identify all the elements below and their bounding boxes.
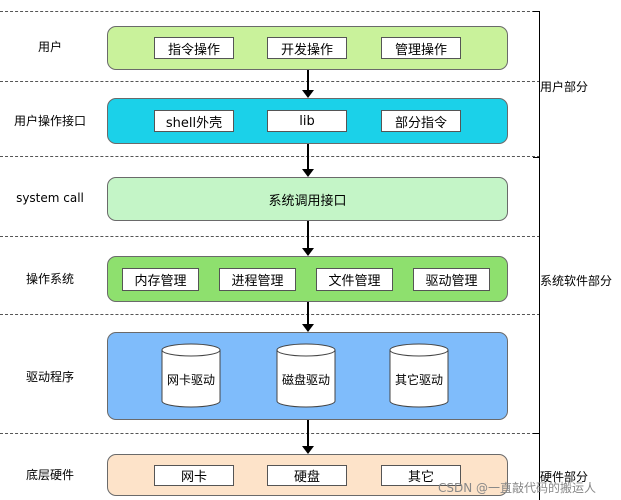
layer-system-call: 系统调用接口 — [107, 177, 508, 221]
separator-1 — [0, 81, 540, 82]
group-label-system: 系统软件部分 — [540, 274, 613, 288]
item-file-mgmt: 文件管理 — [316, 268, 393, 291]
arrow-3-line — [307, 221, 309, 248]
arrow-2-head — [302, 169, 314, 177]
item-command-ops: 指令操作 — [154, 37, 234, 59]
item-lib: lib — [267, 110, 347, 132]
row-label-hardware: 底层硬件 — [25, 468, 74, 482]
bracket-hardware — [533, 433, 540, 500]
arrow-5-line — [307, 420, 309, 446]
group-label-hardware: 硬件部分 — [540, 470, 589, 484]
row-label-os: 操作系统 — [25, 272, 74, 286]
cylinder-label: 磁盘驱动 — [281, 373, 330, 387]
separator-3 — [0, 236, 540, 237]
layer-os: 内存管理 进程管理 文件管理 驱动管理 — [107, 256, 508, 302]
cylinder-other-driver: 其它驱动 — [389, 343, 449, 409]
arrow-4-head — [302, 324, 314, 332]
layer-user: 指令操作 开发操作 管理操作 — [107, 26, 508, 70]
cylinder-nic-driver: 网卡驱动 — [161, 343, 221, 409]
item-shell: shell外壳 — [154, 110, 234, 132]
cylinder-label: 网卡驱动 — [166, 373, 215, 387]
item-other: 其它 — [381, 465, 461, 486]
arrow-3-head — [302, 248, 314, 256]
layer-hardware: 网卡 硬盘 其它 — [107, 454, 508, 496]
item-process-mgmt: 进程管理 — [219, 268, 296, 291]
separator-4 — [0, 314, 540, 315]
item-disk: 硬盘 — [267, 465, 347, 486]
row-label-driver: 驱动程序 — [25, 370, 74, 384]
arrow-2-line — [307, 144, 309, 169]
group-label-user: 用户部分 — [540, 80, 589, 94]
item-admin-ops: 管理操作 — [381, 37, 461, 59]
layer-user-interface: shell外壳 lib 部分指令 — [107, 98, 508, 144]
cylinder-disk-driver: 磁盘驱动 — [276, 343, 336, 409]
watermark: CSDN @一直敲代码的搬运人 — [438, 481, 597, 495]
row-label-user: 用户 — [37, 40, 62, 54]
item-dev-ops: 开发操作 — [267, 37, 347, 59]
separator-2 — [0, 156, 540, 157]
separator-5 — [0, 433, 540, 434]
layer-driver: 网卡驱动 磁盘驱动 其它驱动 — [107, 332, 508, 420]
item-driver-mgmt: 驱动管理 — [413, 268, 490, 291]
item-nic: 网卡 — [154, 465, 234, 486]
separator-top — [0, 11, 540, 12]
bracket-system — [533, 156, 540, 434]
item-memory-mgmt: 内存管理 — [122, 268, 199, 291]
row-label-user-interface: 用户操作接口 — [13, 114, 86, 128]
item-partial-commands: 部分指令 — [381, 110, 461, 132]
arrow-4-line — [307, 302, 309, 324]
arrow-1-head — [302, 90, 314, 98]
arrow-1-line — [307, 70, 309, 90]
cylinder-label: 其它驱动 — [394, 373, 443, 387]
arrow-5-head — [302, 446, 314, 454]
system-call-interface-text: 系统调用接口 — [268, 194, 347, 209]
bracket-user — [533, 11, 540, 158]
row-label-system-call: system call — [16, 191, 84, 205]
